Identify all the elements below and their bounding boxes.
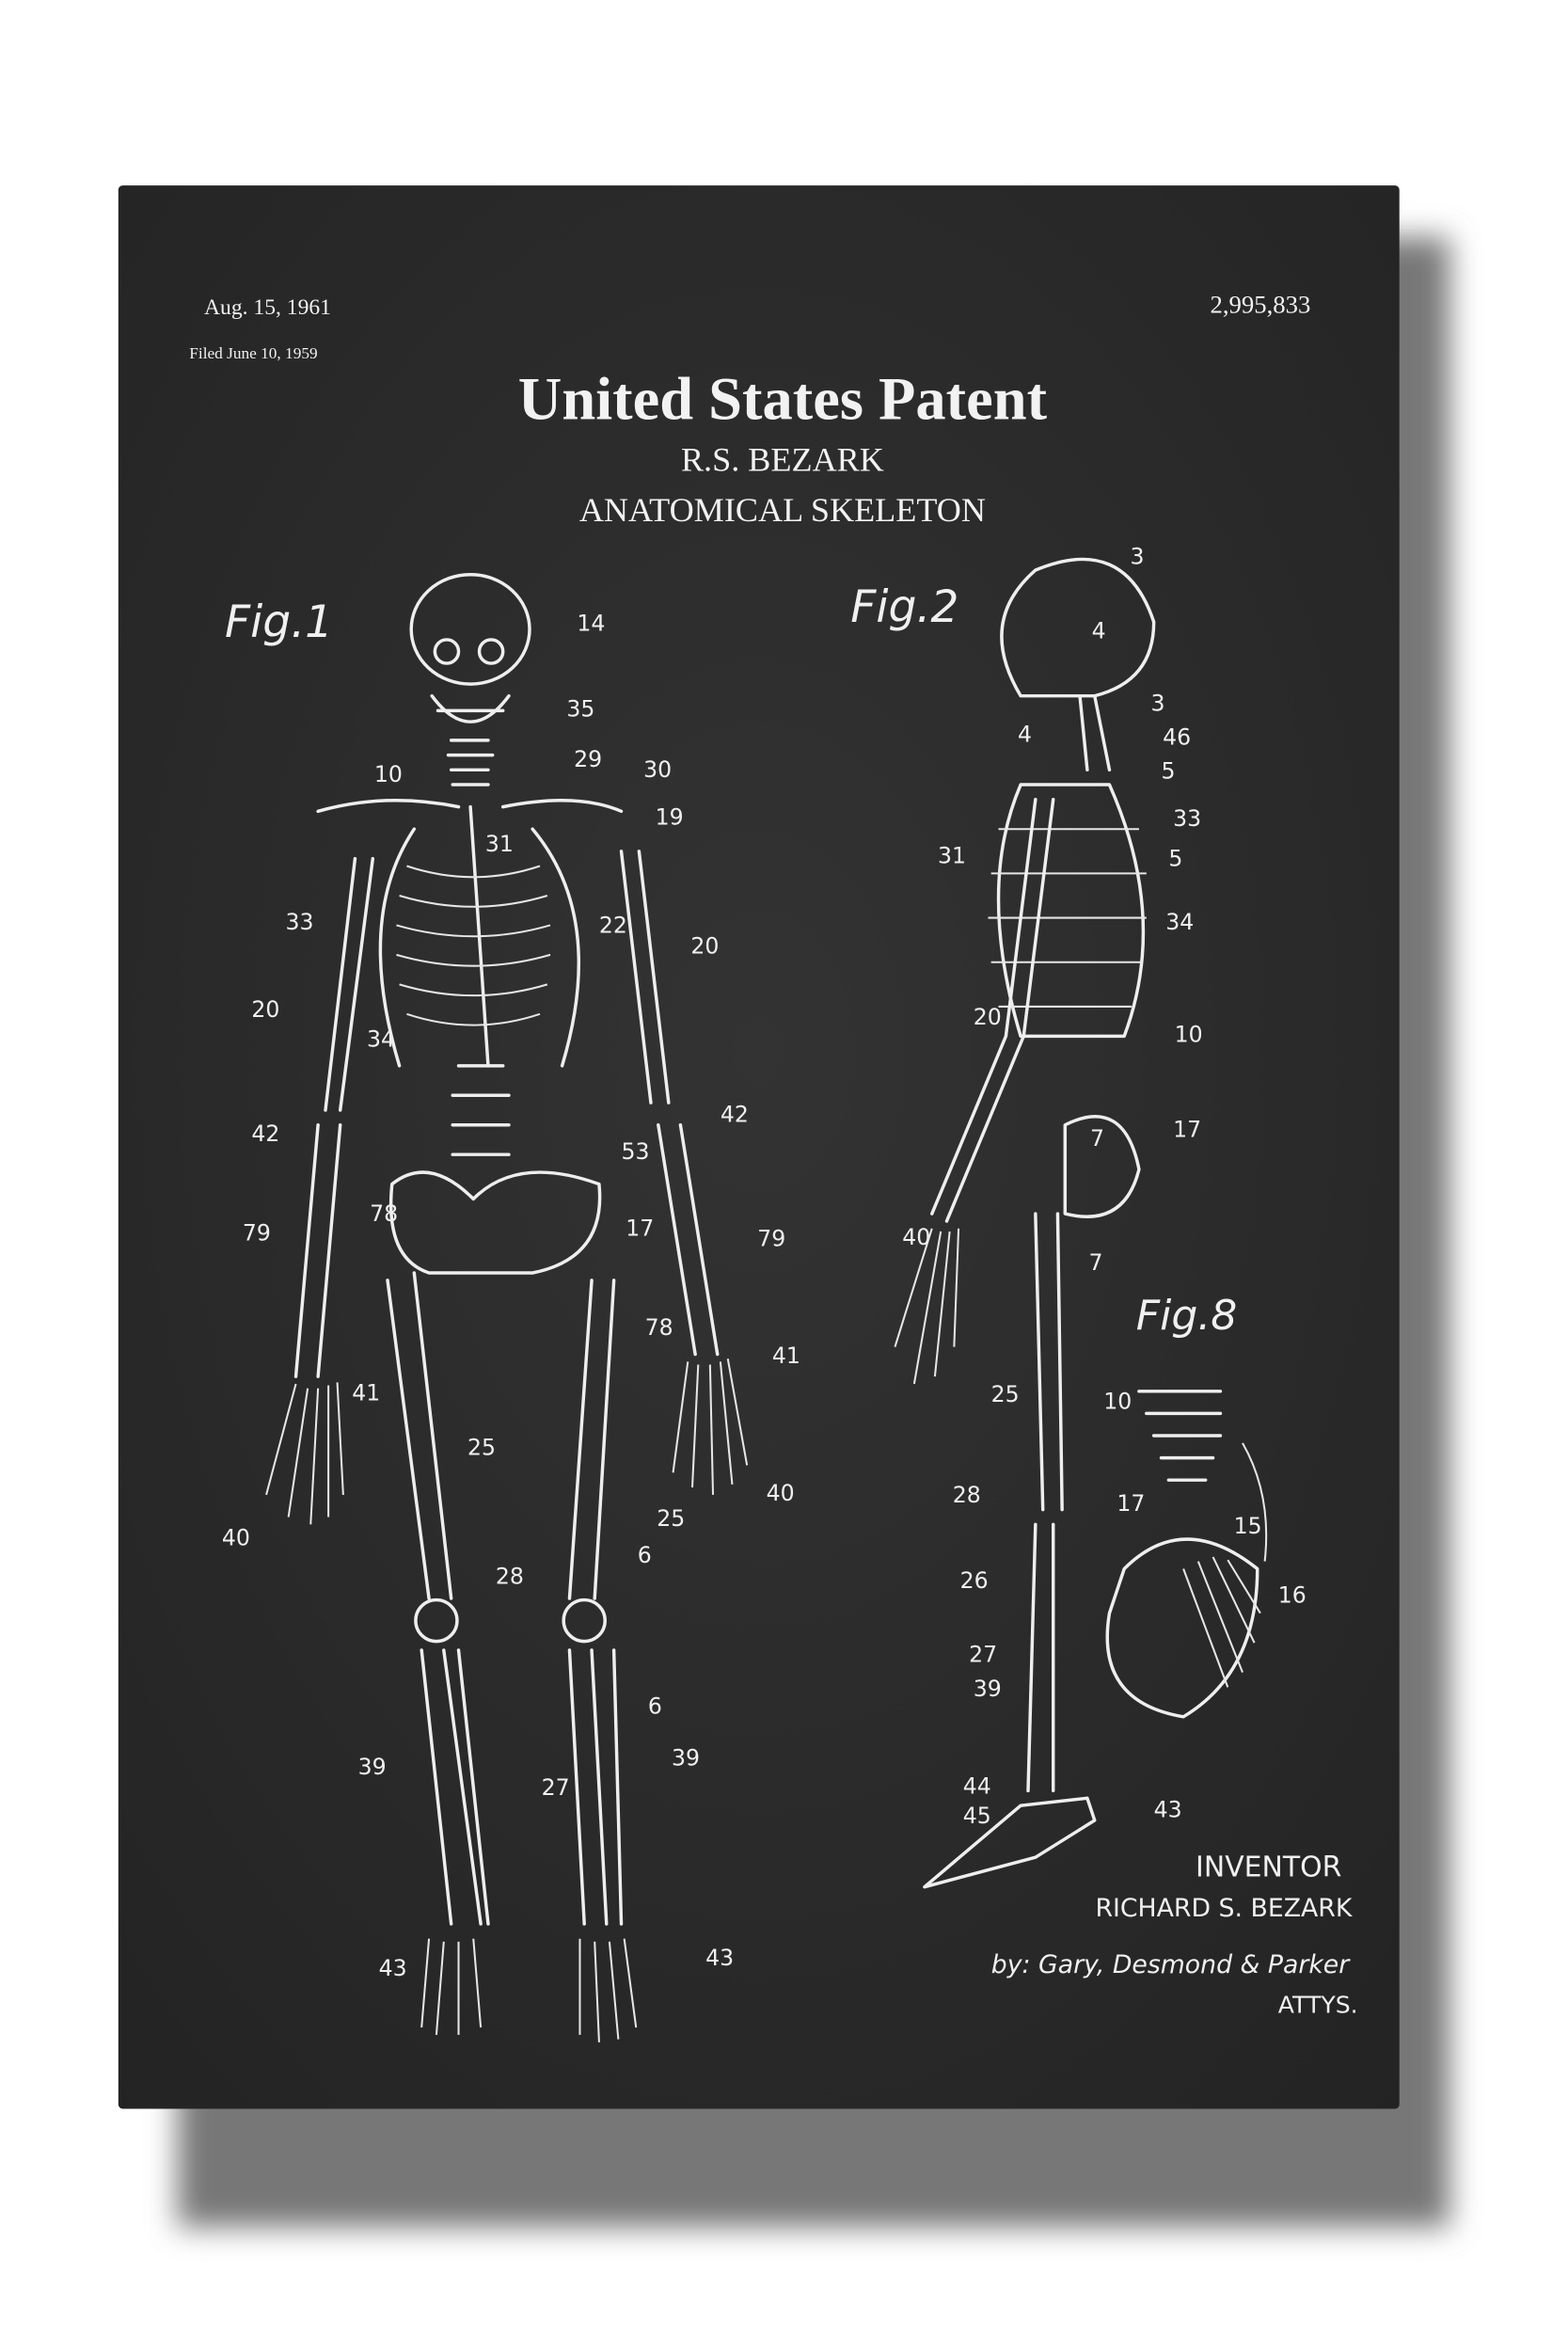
fig1-callout: 78 xyxy=(645,1314,673,1341)
fig2-callout: 25 xyxy=(991,1381,1020,1407)
fig2-callout: 5 xyxy=(1168,846,1182,872)
fig8-label: Fig.8 xyxy=(1136,1292,1237,1340)
fig1-callout: 19 xyxy=(656,803,684,830)
fig1-callout: 27 xyxy=(542,1774,570,1801)
patent-inventor-short: R.S. BEZARK xyxy=(681,441,884,479)
fig1-label: Fig.1 xyxy=(225,596,333,648)
fig1-callout: 29 xyxy=(574,746,602,772)
fig1-callout: 20 xyxy=(251,996,279,1023)
fig1-callout: 10 xyxy=(374,761,403,787)
fig2-callout: 43 xyxy=(1154,1797,1182,1823)
fig2-callout: 31 xyxy=(938,842,966,868)
fig1-callout: 43 xyxy=(379,1955,407,1981)
fig2-callout: 20 xyxy=(974,1004,1002,1030)
fig1-callout: 79 xyxy=(757,1226,785,1252)
fig2-callout: 5 xyxy=(1162,758,1176,785)
fig2-callout: 3 xyxy=(1130,544,1144,570)
fig2-callout: 4 xyxy=(1092,617,1106,644)
signature-inventor-name: RICHARD S. BEZARK xyxy=(1095,1894,1353,1923)
fig2-callout: 7 xyxy=(1090,1125,1104,1152)
fig2-callout: 27 xyxy=(969,1642,997,1668)
fig2-callout: 40 xyxy=(902,1224,930,1250)
fig2-callout: 45 xyxy=(963,1803,991,1829)
fig1-callout: 41 xyxy=(352,1379,380,1406)
fig1-callout: 40 xyxy=(222,1524,250,1550)
fig1-callout: 14 xyxy=(577,610,605,636)
fig2-callout: 4 xyxy=(1018,721,1032,747)
fig1-callout: 39 xyxy=(672,1745,700,1772)
fig2-callout: 28 xyxy=(953,1482,981,1508)
patent-filed: Filed June 10, 1959 xyxy=(189,344,317,362)
fig2-callout: 44 xyxy=(963,1773,991,1800)
fig2-callout: 39 xyxy=(974,1676,1002,1702)
patent-title: United States Patent xyxy=(518,366,1048,433)
fig2-callout: 26 xyxy=(960,1567,989,1594)
fig1-callout: 40 xyxy=(767,1480,795,1506)
fig1-callout: 25 xyxy=(467,1434,496,1460)
fig8-callout: 15 xyxy=(1234,1513,1262,1539)
fig2-label: Fig.2 xyxy=(850,581,958,633)
fig2-callout: 3 xyxy=(1151,690,1165,716)
signature-heading: INVENTOR xyxy=(1196,1851,1341,1884)
fig8-callout: 17 xyxy=(1117,1490,1145,1517)
fig1-callout: 78 xyxy=(370,1200,398,1227)
fig8-callout: 10 xyxy=(1103,1389,1132,1415)
fig1-callout: 34 xyxy=(367,1025,395,1052)
fig1-callout: 28 xyxy=(496,1563,524,1589)
signature-attys: ATTYS. xyxy=(1278,1991,1358,2018)
fig1-callout: 20 xyxy=(690,932,719,959)
signature-attorneys: by: Gary, Desmond & Parker xyxy=(991,1950,1351,1979)
patent-number: 2,995,833 xyxy=(1210,290,1310,318)
fig1-callout: 31 xyxy=(485,831,514,857)
fig1-callout: 6 xyxy=(638,1542,652,1568)
fig2-callout: 34 xyxy=(1165,909,1194,935)
fig1-callout: 35 xyxy=(566,696,594,723)
fig2-callout: 10 xyxy=(1175,1022,1203,1048)
fig8-callout: 16 xyxy=(1278,1582,1307,1609)
fig1-callout: 53 xyxy=(622,1138,650,1165)
fig1-callout: 25 xyxy=(657,1505,685,1532)
fig1-callout: 42 xyxy=(721,1102,749,1128)
fig2-callout: 7 xyxy=(1088,1249,1102,1276)
fig1-callout: 79 xyxy=(243,1219,271,1246)
fig1-callout: 6 xyxy=(648,1693,662,1720)
fig1-callout: 42 xyxy=(251,1120,279,1147)
fig1-callout: 39 xyxy=(358,1754,387,1780)
patent-subject: ANATOMICAL SKELETON xyxy=(579,491,986,529)
fig1-callout: 22 xyxy=(599,912,627,938)
fig1-callout: 43 xyxy=(705,1945,734,1971)
patent-date: Aug. 15, 1961 xyxy=(204,295,331,320)
fig2-callout: 17 xyxy=(1173,1116,1201,1142)
fig1-callout: 33 xyxy=(286,909,314,935)
fig1-callout: 17 xyxy=(626,1216,654,1242)
fig2-callout: 46 xyxy=(1163,724,1191,751)
fig1-callout: 30 xyxy=(643,756,672,783)
fig2-callout: 33 xyxy=(1173,805,1201,832)
fig1-callout: 41 xyxy=(772,1343,800,1369)
